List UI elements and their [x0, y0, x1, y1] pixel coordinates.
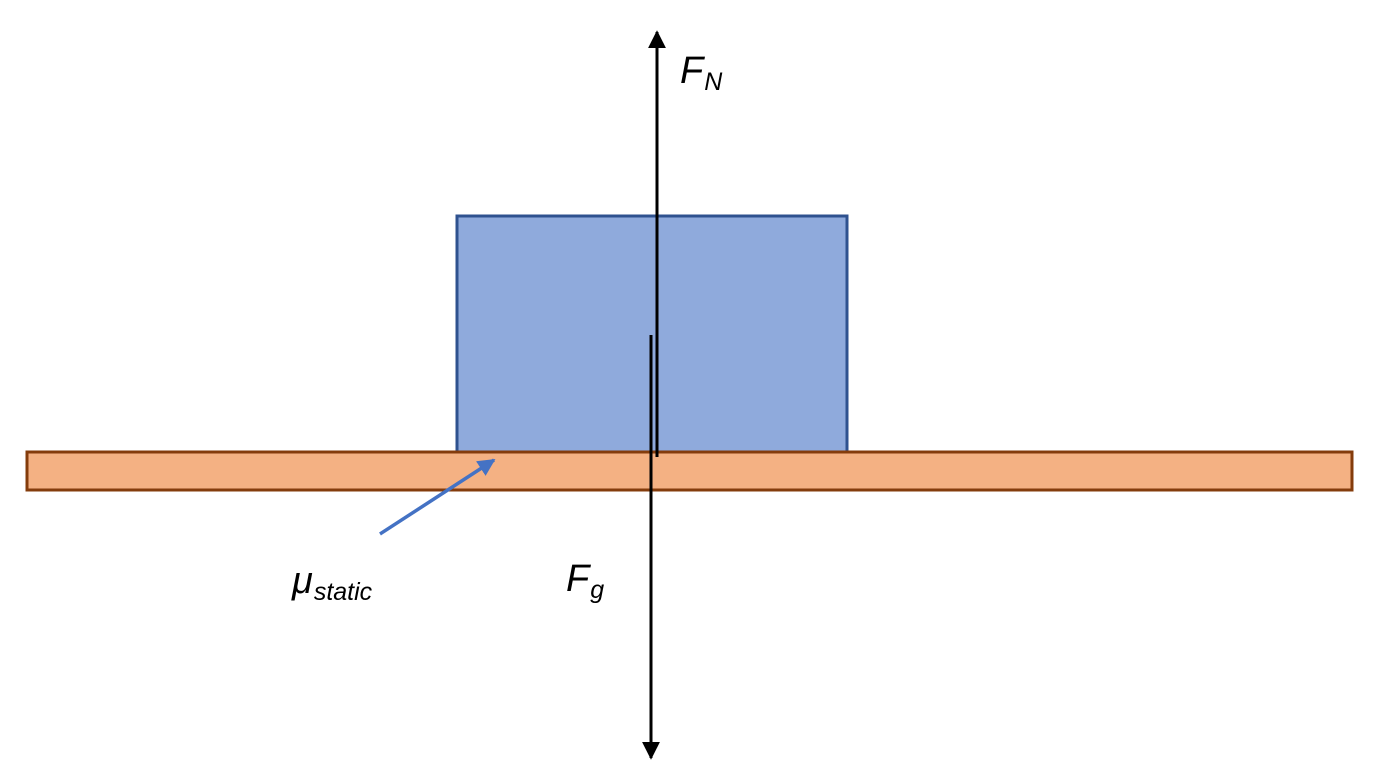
gravity-force-subscript: g: [590, 576, 605, 604]
normal-force-subscript: N: [704, 68, 723, 96]
gravity-force-symbol: F: [566, 558, 590, 600]
static-friction-symbol: μ: [292, 560, 313, 602]
gravity-force-label: Fg: [566, 560, 604, 603]
static-friction-subscript: static: [313, 578, 373, 606]
static-friction-label: μstatic: [292, 562, 372, 605]
friction-pointer-arrow: [379, 458, 496, 536]
normal-force-label: FN: [680, 52, 722, 95]
surface: [25, 450, 1354, 492]
normal-force-symbol: F: [680, 50, 704, 92]
